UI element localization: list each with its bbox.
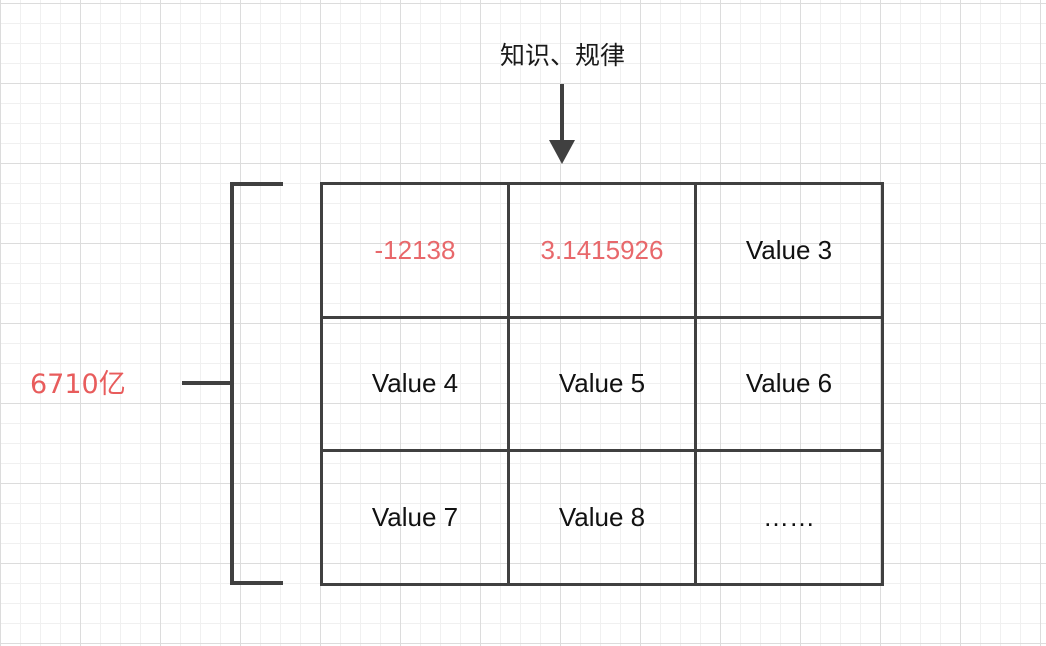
grid-cell: Value 8 (507, 449, 697, 586)
grid-cell: Value 5 (507, 315, 697, 453)
grid-row: Value 4 Value 5 Value 6 (320, 315, 884, 453)
grid-cell: Value 3 (694, 182, 884, 319)
grid-cell: -12138 (320, 182, 510, 319)
grid-cell: 3.1415926 (507, 182, 697, 319)
grid-cell: Value 7 (320, 449, 510, 586)
top-label: 知识、规律 (499, 41, 625, 70)
down-arrow-head (549, 140, 575, 164)
grid-row: -12138 3.1415926 Value 3 (320, 182, 884, 319)
left-bracket (230, 182, 283, 585)
side-label: 6710亿 (30, 369, 126, 400)
grid-cell: …… (694, 449, 884, 586)
grid-cell: Value 6 (694, 315, 884, 453)
value-grid: -12138 3.1415926 Value 3 Value 4 Value 5… (320, 182, 884, 586)
grid-row: Value 7 Value 8 …… (320, 449, 884, 586)
grid-cell: Value 4 (320, 315, 510, 453)
